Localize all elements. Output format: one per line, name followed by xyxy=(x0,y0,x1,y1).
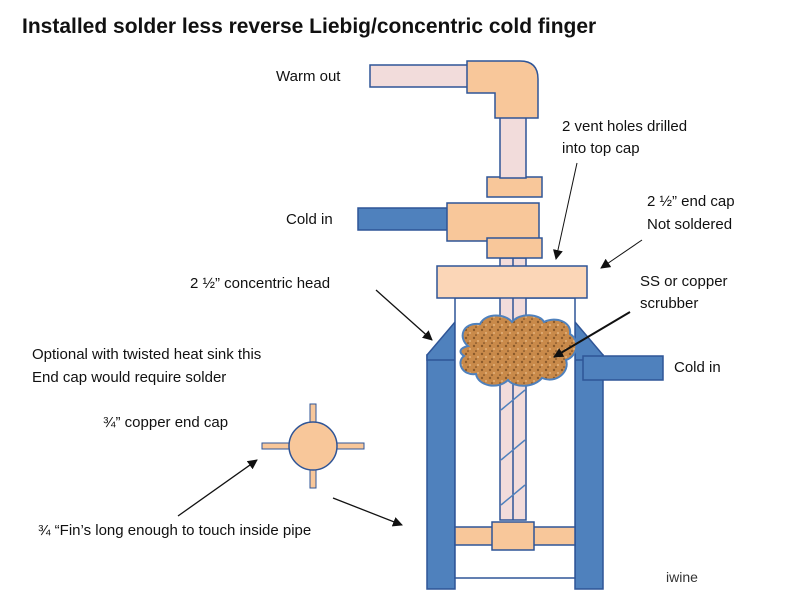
outer-jacket xyxy=(426,319,664,590)
warm-out-assembly xyxy=(369,60,539,179)
jacket-left-wall xyxy=(426,354,456,590)
label-warm-out: Warm out xyxy=(276,68,341,85)
arrow-fins xyxy=(332,497,403,527)
label-scrubber-line1: SS or copper xyxy=(640,273,728,290)
label-end-cap-line1: 2 ½” end cap xyxy=(647,193,735,210)
jacket-left-taper xyxy=(426,319,456,361)
label-vent-holes-line1: 2 vent holes drilled xyxy=(562,118,688,135)
label-concentric-head: 2 ½” concentric head xyxy=(190,275,331,292)
arrow-scrubber xyxy=(553,311,631,358)
copper-end-cap-fins xyxy=(261,403,365,489)
arrow-vent-holes xyxy=(553,162,578,260)
twist-line xyxy=(500,484,526,506)
top-cold-in-pipe xyxy=(357,207,449,231)
watermark: iwine xyxy=(666,569,698,585)
jacket-right-wall xyxy=(574,354,604,590)
warm-out-pipe xyxy=(369,64,471,88)
label-scrubber-line2: scrubber xyxy=(640,295,699,312)
side-cold-in-pipe xyxy=(582,355,664,381)
label-cold-in-top: Cold in xyxy=(286,211,333,228)
scrubber xyxy=(459,314,578,387)
arrow-end-cap-small xyxy=(177,459,258,517)
label-optional-line1: Optional with twisted heat sink this xyxy=(32,346,262,363)
label-cold-in-side: Cold in xyxy=(674,359,721,376)
elbow xyxy=(466,60,539,119)
label-copper-end-cap: ¾” copper end cap xyxy=(103,414,229,431)
label-fins: ¾ “Fin’s long enough to touch inside pip… xyxy=(38,522,312,539)
twist-line xyxy=(500,389,526,411)
label-optional-line2: End cap would require solder xyxy=(32,369,227,386)
top-end-cap xyxy=(436,265,588,299)
inner-tube xyxy=(499,257,527,521)
label-end-cap-line2: Not soldered xyxy=(647,216,733,233)
arrow-concentric-head xyxy=(375,289,433,341)
callout-arrows xyxy=(177,162,643,527)
twist-line xyxy=(500,439,526,461)
tee-fitting xyxy=(357,176,543,259)
label-vent-holes-line2: into top cap xyxy=(562,140,640,157)
arrow-end-cap xyxy=(600,239,643,269)
bottom-fitting xyxy=(454,521,576,551)
diagram-title: Installed solder less reverse Liebig/con… xyxy=(22,15,597,38)
